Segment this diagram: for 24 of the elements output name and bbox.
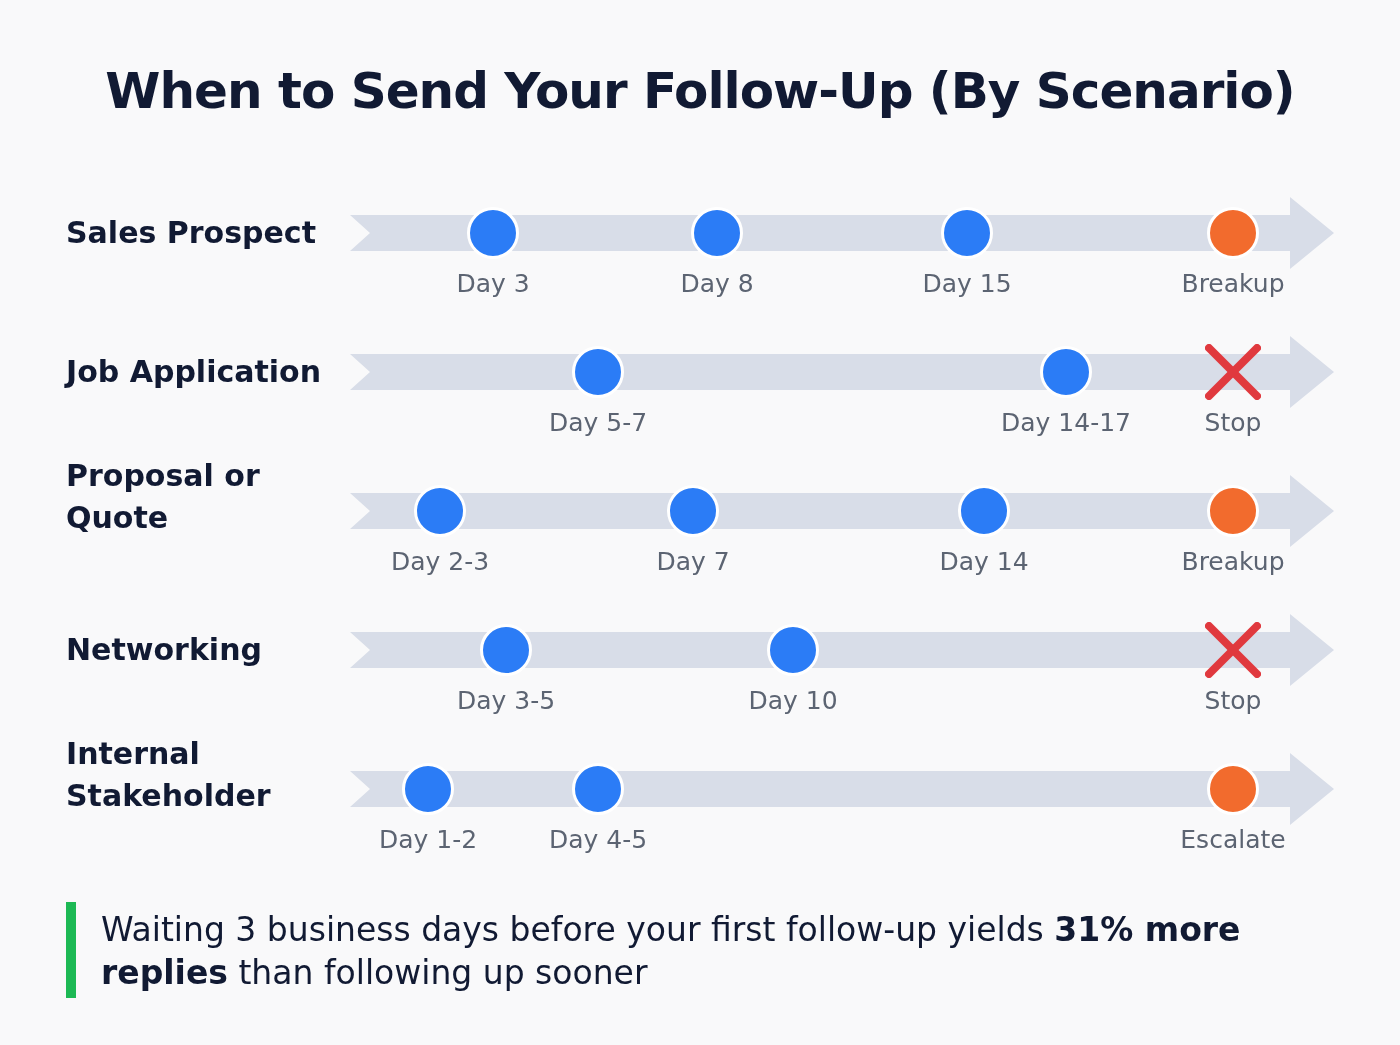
milestone-label: Day 14-17 (1001, 408, 1131, 437)
caption: Waiting 3 business days before your first follow-up yields 31% more replies than following up sooner (101, 909, 1242, 994)
milestone-label: Day 7 (656, 547, 730, 576)
title: When to Send Your Follow-Up (By Scenario) (104, 62, 1296, 120)
milestone-label: Day 3-5 (456, 686, 556, 715)
milestone-label: Day 5-7 (548, 408, 648, 437)
milestone-label: Escalate (1180, 825, 1286, 854)
row-label: Internal Stakeholder (66, 735, 272, 815)
row-label: Networking (66, 631, 263, 669)
milestone-label: Day 8 (680, 269, 754, 298)
milestone-label: Day 3 (456, 269, 530, 298)
row-label: Job Application (66, 353, 323, 391)
milestone-label: Stop (1204, 408, 1262, 437)
milestone-label: Day 10 (748, 686, 838, 715)
milestone-label: Breakup (1181, 547, 1285, 576)
milestone-label: Day 14 (939, 547, 1029, 576)
milestone-label: Stop (1204, 686, 1262, 715)
milestone-label: Day 2-3 (390, 547, 490, 576)
row-label: Sales Prospect (66, 214, 317, 252)
milestone-label: Day 15 (922, 269, 1012, 298)
milestone-label: Day 1-2 (378, 825, 478, 854)
milestone-label: Day 4-5 (548, 825, 648, 854)
milestone-label: Breakup (1181, 269, 1285, 298)
row-label: Proposal or Quote (66, 457, 261, 537)
